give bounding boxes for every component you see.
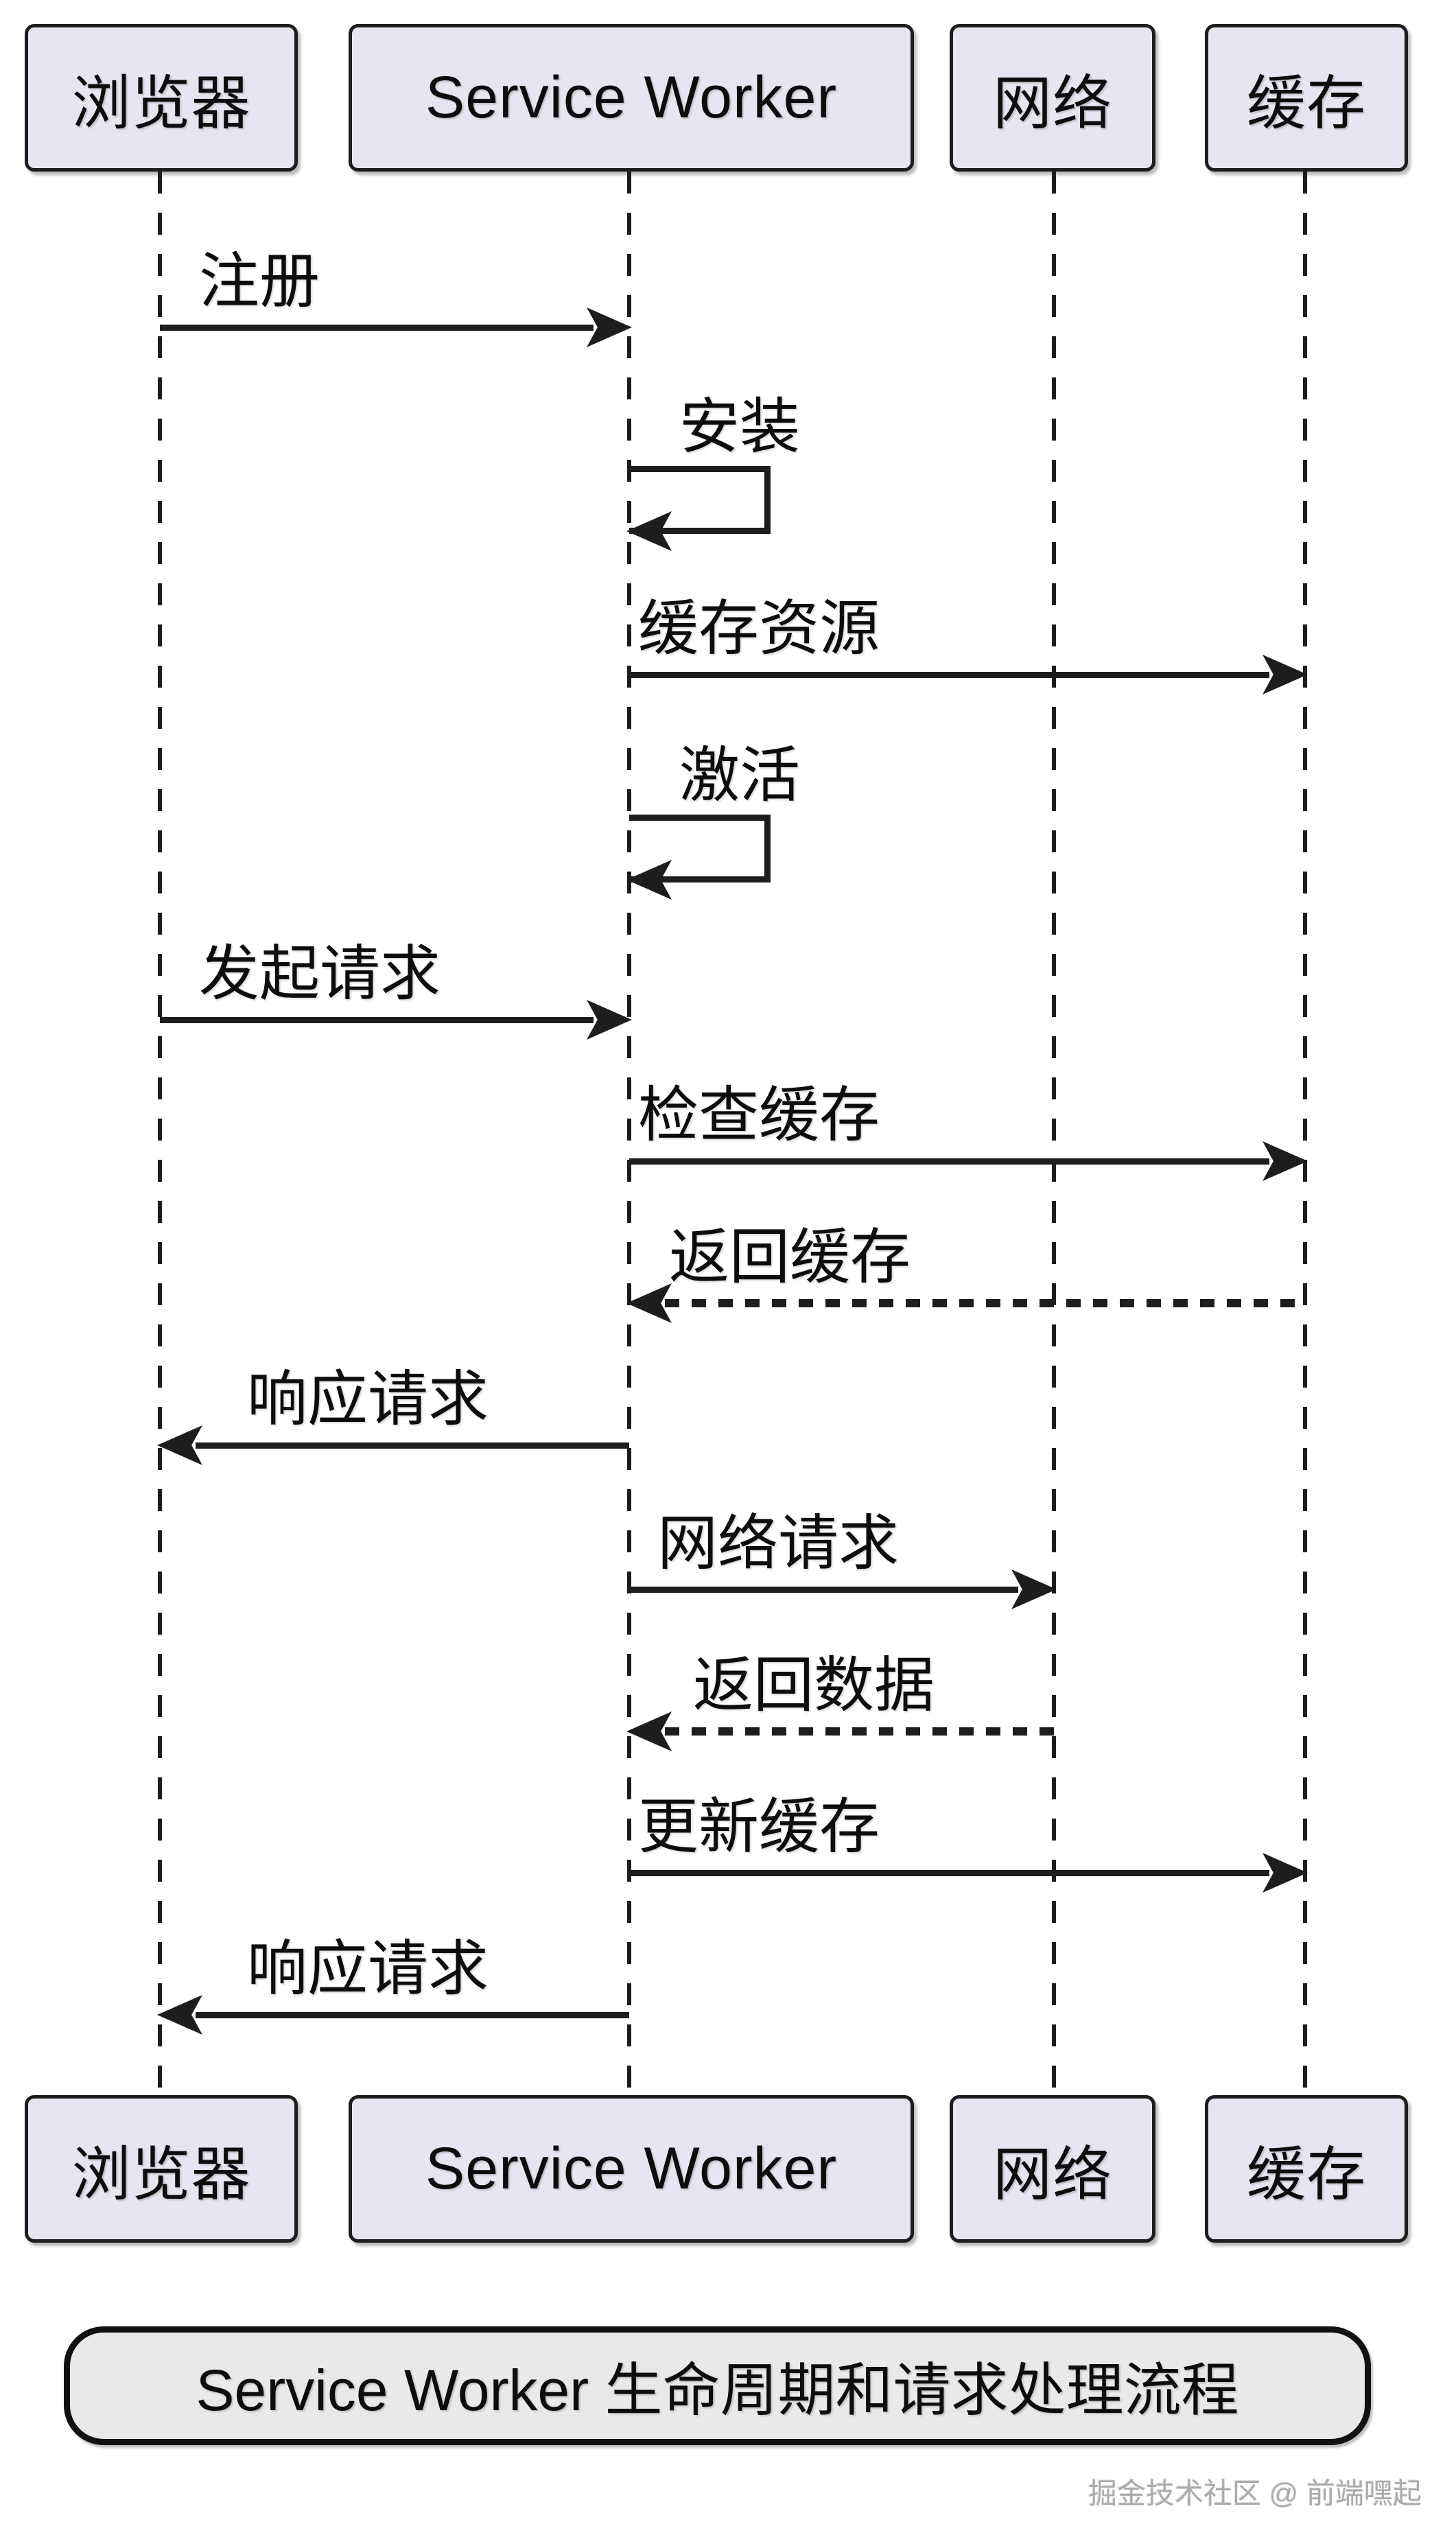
actor-box-bottom-network: 网络: [950, 2095, 1155, 2243]
message-line: [665, 1727, 1054, 1736]
message-line: [196, 2011, 629, 2018]
actor-label-network: 网络: [993, 71, 1112, 137]
watermark-text: 掘金技术社区 @ 前端嘿起: [1088, 2477, 1422, 2510]
message-label: 网络请求: [657, 1509, 900, 1577]
message-label: 响应请求: [247, 1365, 489, 1433]
message-label: 激活: [679, 741, 801, 809]
message-line: [160, 1016, 594, 1023]
actor-label-browser: 浏览器: [71, 2142, 251, 2208]
actor-box-top-sw: Service Worker: [349, 24, 914, 172]
actor-label-network: 网络: [993, 2142, 1112, 2208]
actor-label-browser: 浏览器: [71, 71, 251, 137]
message-line: [665, 1299, 1305, 1307]
self-loop-line: [629, 815, 771, 883]
message-label: 检查缓存: [638, 1081, 880, 1149]
message-line: [629, 1158, 1269, 1165]
message-line: [629, 1586, 1018, 1593]
message-label: 返回缓存: [669, 1223, 911, 1291]
message-label: 返回数据: [693, 1651, 935, 1719]
message-label: 更新缓存: [638, 1792, 880, 1860]
actor-box-top-cache: 缓存: [1205, 24, 1408, 172]
message-line: [196, 1442, 629, 1449]
diagram-title-box: Service Worker 生命周期和请求处理流程: [64, 2326, 1371, 2445]
lifeline-browser: [158, 172, 162, 2095]
lifeline-network: [1052, 172, 1056, 2095]
message-line: [629, 1869, 1269, 1876]
diagram-title: Service Worker 生命周期和请求处理流程: [196, 2358, 1239, 2422]
lifeline-cache: [1303, 172, 1307, 2095]
self-loop-line: [629, 466, 771, 534]
message-label: 缓存资源: [638, 594, 880, 662]
message-label: 响应请求: [247, 1935, 489, 2002]
message-label: 注册: [199, 247, 320, 315]
message-line: [629, 671, 1269, 678]
actor-box-bottom-sw: Service Worker: [349, 2095, 914, 2243]
actor-label-sw: Service Worker: [425, 2136, 838, 2201]
message-line: [160, 324, 594, 331]
message-label: 安装: [679, 393, 801, 460]
actor-label-cache: 缓存: [1247, 2142, 1366, 2208]
actor-box-top-browser: 浏览器: [25, 24, 298, 172]
lifeline-sw: [627, 172, 631, 2095]
actor-box-bottom-browser: 浏览器: [25, 2095, 298, 2243]
actor-label-cache: 缓存: [1247, 71, 1366, 137]
actor-box-top-network: 网络: [950, 24, 1155, 172]
actor-label-sw: Service Worker: [425, 65, 838, 130]
message-label: 发起请求: [199, 939, 441, 1007]
actor-box-bottom-cache: 缓存: [1205, 2095, 1408, 2243]
